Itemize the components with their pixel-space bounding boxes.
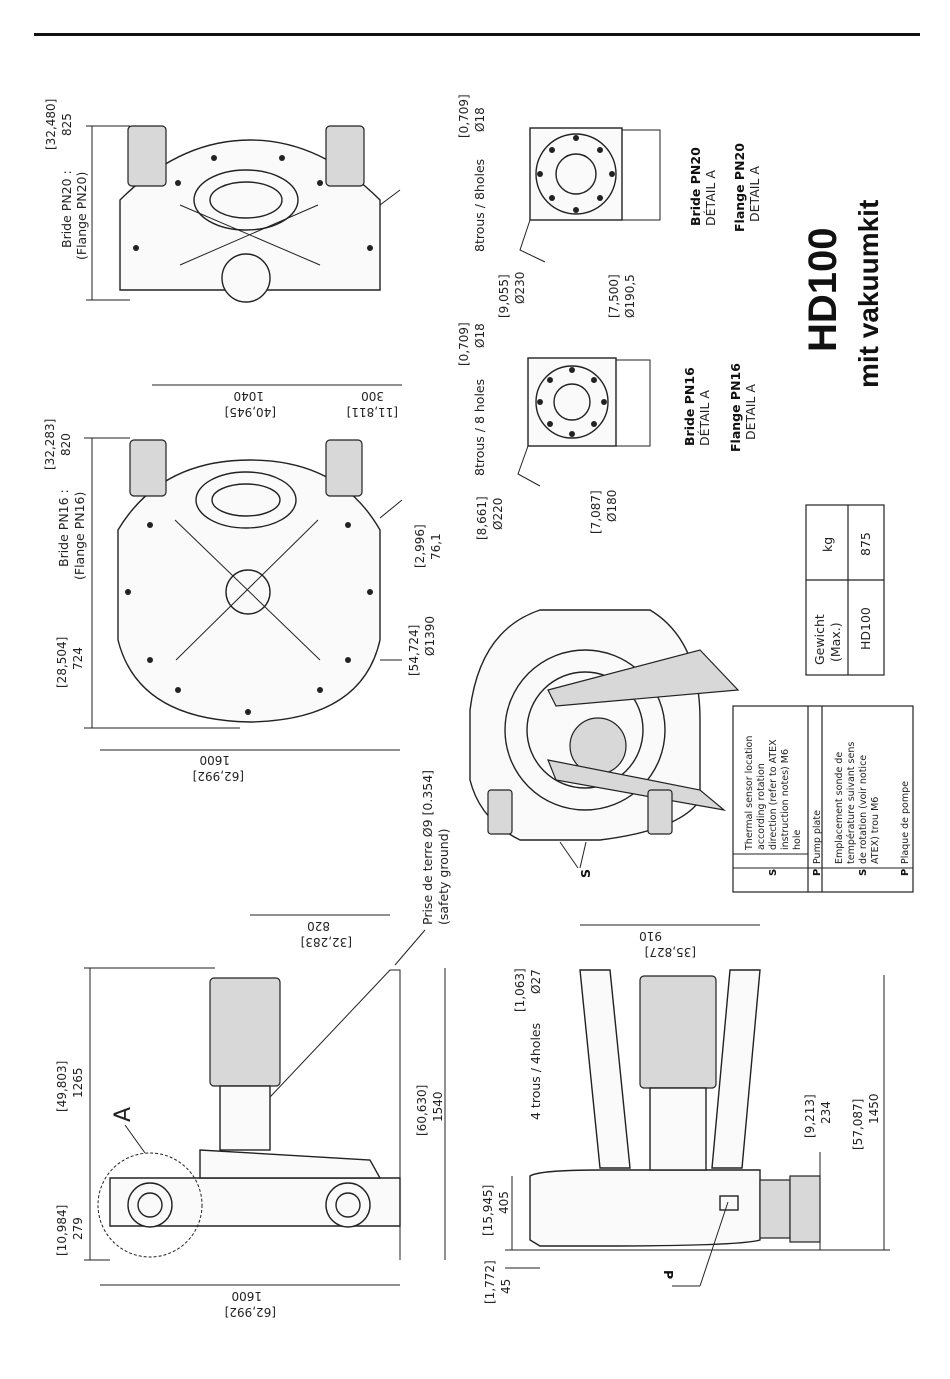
legend-en-text-p: Pump plate (812, 810, 823, 864)
pn16-label-fr: Bride PN16 : (56, 489, 71, 567)
legend-fr-text-s: Emplacement sonde detempérature suivant … (834, 742, 881, 864)
pn16-detail-en: DETAIL A (743, 384, 758, 440)
legend-en-key-s: S (768, 869, 779, 876)
pn20-label-en: (Flange PN20) (74, 172, 89, 260)
pn20-dim-mm: 825 (60, 113, 74, 136)
legend-en-key-p: P (812, 869, 823, 876)
side-depth-mm: 820 (307, 919, 330, 933)
pn16-pcd-inch: [7,087] (589, 490, 603, 534)
pn16-name-en: Flange PN16 (728, 363, 743, 452)
top-h4-inch: [1,772] (483, 1260, 497, 1304)
side-width-inch: [62,992] (225, 1305, 276, 1319)
pn16-name: Bride PN16 (682, 367, 697, 446)
front-small-inch: [2,996] (413, 524, 427, 568)
side-depth-inch: [32,283] (301, 935, 352, 949)
pn16-hole-inch: [0,709] (457, 322, 471, 366)
top-h1-mm: 234 (819, 1101, 833, 1124)
pn16-hole-dia: Ø18 (473, 323, 487, 348)
pn20-label-fr: Bride PN20 : (59, 170, 74, 248)
top-view (505, 924, 890, 1287)
top-hole-dia: Ø27 (529, 969, 543, 994)
pn16-pcd: Ø180 (605, 490, 619, 522)
top-h2-mm: 1450 (867, 1093, 881, 1124)
side-height-inch: [49,803] (55, 1061, 69, 1112)
front-height-mm: 724 (71, 647, 85, 670)
top-marker-p: P (661, 1270, 676, 1279)
pn20-detail: DÉTAIL A (703, 170, 718, 226)
weight-col1-sub: (Max.) (828, 622, 843, 662)
front-offset-inch: [11,811] (347, 405, 398, 419)
pn20-name-en: Flange PN20 (732, 143, 747, 232)
pn20-outer: Ø230 (513, 272, 527, 304)
pn16-detail: DÉTAIL A (697, 390, 712, 446)
pn20-pcd: Ø190,5 (623, 274, 637, 318)
side-base-mm: 279 (71, 1217, 85, 1240)
iso-marker-s: S (578, 869, 593, 878)
top-h1-inch: [9,213] (803, 1094, 817, 1138)
weight-col2-header: kg (820, 537, 835, 552)
pn16-outer-inch: [8,661] (475, 496, 489, 540)
side-detail-marker: A (111, 1107, 136, 1122)
page-subtitle: mit vakuumkit (853, 200, 884, 388)
side-height-mm: 1265 (71, 1067, 85, 1098)
pn16-dim-mm: 820 (59, 433, 73, 456)
top-width-mm: 910 (639, 929, 662, 943)
top-hole-inch: [1,063] (513, 968, 527, 1012)
weight-table (805, 504, 885, 676)
pn16-holes: 8trous / 8 holes (472, 379, 487, 476)
detail-pn16 (517, 357, 651, 487)
front-view-pn16 (84, 384, 403, 751)
weight-col1-header: Gewicht (812, 614, 827, 665)
pn20-outer-inch: [9,055] (497, 274, 511, 318)
top-h4-mm: 45 (499, 1279, 513, 1294)
side-total-mm: 1540 (431, 1091, 445, 1122)
top-h3-mm: 405 (497, 1191, 511, 1214)
side-ground: Prise de terre Ø9 [0.354] (420, 770, 435, 925)
front-offset-mm: 300 (361, 389, 384, 403)
legend-table (732, 705, 914, 893)
pn20-hole-dia: Ø18 (473, 107, 487, 132)
top-holes: 4 trous / 4holes (528, 1023, 543, 1120)
pn20-dim-inch: [32,480] (44, 99, 58, 150)
front-center-mm: 1040 (233, 389, 264, 403)
top-h3-inch: [15,945] (481, 1185, 495, 1236)
front-diameter-mm: Ø1390 (423, 616, 437, 656)
front-diameter-inch: [54,724] (407, 625, 421, 676)
side-ground-en: (safety ground) (436, 828, 451, 925)
detail-pn20 (519, 127, 661, 263)
top-h2-inch: [57,087] (851, 1099, 865, 1150)
pn20-detail-en: DETAIL A (747, 166, 762, 222)
side-width-mm: 1600 (231, 1289, 262, 1303)
page-title: HD100 (801, 227, 845, 352)
front-center-inch: [40,945] (225, 405, 276, 419)
side-total-inch: [60,630] (415, 1085, 429, 1136)
pn16-outer: Ø220 (491, 498, 505, 530)
weight-row-model: HD100 (858, 607, 873, 650)
pn20-hole-inch: [0,709] (457, 94, 471, 138)
top-width-inch: [35,827] (645, 945, 696, 959)
pn16-label-en: (Flange PN16) (72, 492, 87, 580)
pn20-name: Bride PN20 (688, 147, 703, 226)
front-small-mm: 76,1 (429, 533, 443, 560)
isometric-view (469, 609, 740, 869)
front-width-mm: 1600 (199, 753, 230, 767)
front-view-pn20 (86, 125, 401, 303)
legend-en-text-s: Thermal sensor locationaccording rotatio… (744, 736, 803, 851)
legend-fr-text-p: Plaque de pompe (900, 781, 911, 864)
pn16-dim-inch: [32,283] (43, 419, 57, 470)
legend-fr-key-p: P (900, 869, 911, 876)
pn20-holes: 8trous / 8holes (472, 159, 487, 252)
legend-fr-key-s: S (858, 869, 869, 876)
side-view (84, 914, 446, 1286)
front-height-inch: [28,504] (55, 637, 69, 688)
pn20-pcd-inch: [7,500] (607, 274, 621, 318)
weight-row-value: 875 (858, 532, 873, 556)
front-width-inch: [62,992] (193, 769, 244, 783)
header-rule (34, 33, 920, 36)
side-base-inch: [10,984] (55, 1205, 69, 1256)
